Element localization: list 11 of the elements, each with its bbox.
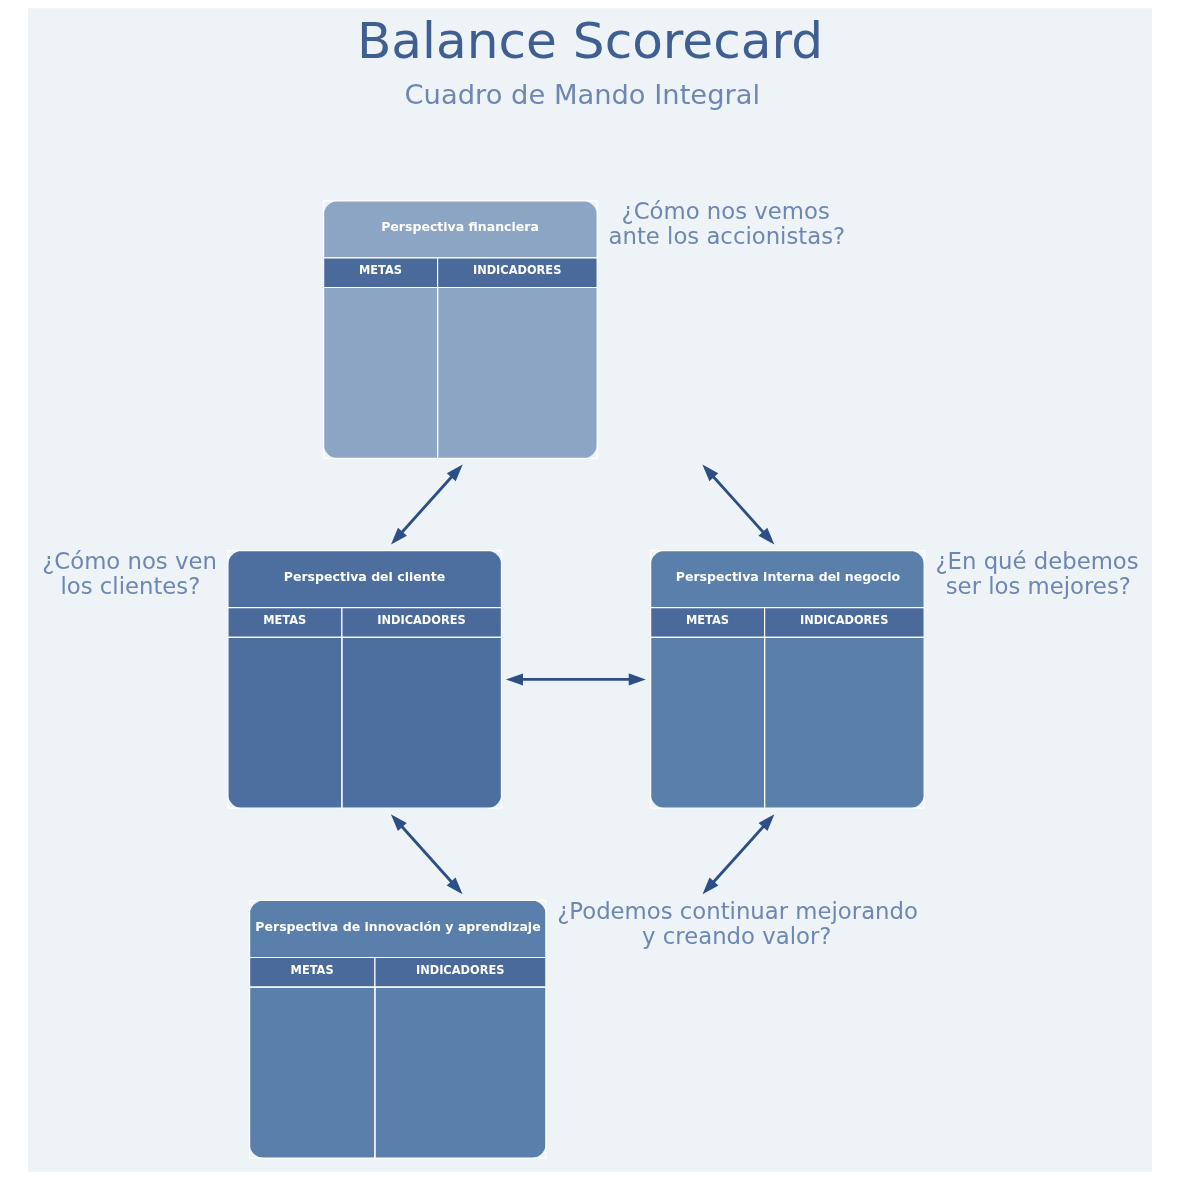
arrow bbox=[390, 814, 463, 895]
node-label: ¿Cómo nos vemos ante los accionistas? bbox=[608, 198, 846, 250]
node-label: ¿Podemos continuar mejorando y creando valor? bbox=[557, 897, 918, 949]
node-label: ¿En qué debemos ser los mejores? bbox=[935, 547, 1139, 599]
arrow bbox=[702, 464, 775, 545]
arrow bbox=[505, 673, 646, 686]
arrow bbox=[702, 814, 775, 895]
node-label: ¿Cómo nos ven los clientes? bbox=[42, 547, 217, 599]
arrow bbox=[391, 464, 463, 545]
diagram-title: Balance Scorecard bbox=[356, 10, 824, 70]
label: Cuadro de Mando Integral bbox=[404, 79, 761, 111]
